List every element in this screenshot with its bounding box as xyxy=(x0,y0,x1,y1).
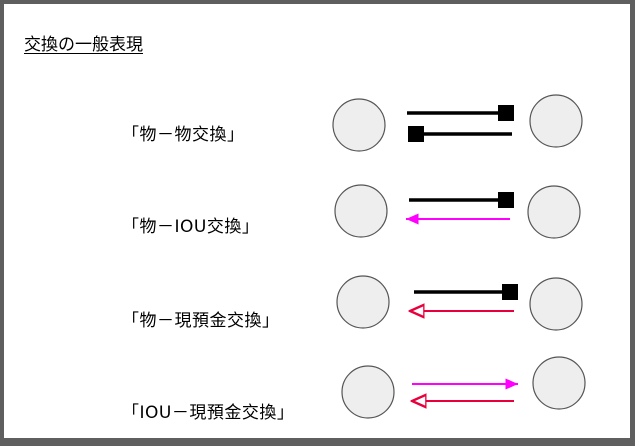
row-label-goods-cash: 「物－現預金交換」 xyxy=(122,311,280,331)
party-a-node xyxy=(332,98,386,152)
diagram-canvas: 交換の一般表現 「物－物交換」 「物－IOU交換」 「物－現預金交換」 「IOU… xyxy=(4,4,630,438)
row-label-goods-goods: 「物－物交換」 xyxy=(122,125,245,145)
party-a-node xyxy=(336,275,390,329)
exchange-diagram xyxy=(332,94,586,419)
party-b-node xyxy=(529,94,583,148)
goods-square xyxy=(498,192,514,208)
party-a-node xyxy=(341,365,395,419)
goods-square xyxy=(502,284,518,300)
diagram-title: 交換の一般表現 xyxy=(24,35,143,55)
row-label-goods-iou: 「物－IOU交換」 xyxy=(122,217,260,237)
row-label-iou-cash: 「IOU－現預金交換」 xyxy=(122,403,295,423)
party-b-node xyxy=(527,185,581,239)
goods-square xyxy=(408,126,424,142)
goods-square xyxy=(498,105,514,121)
party-b-node xyxy=(532,356,586,410)
party-a-node xyxy=(334,184,388,238)
party-b-node xyxy=(529,277,583,331)
